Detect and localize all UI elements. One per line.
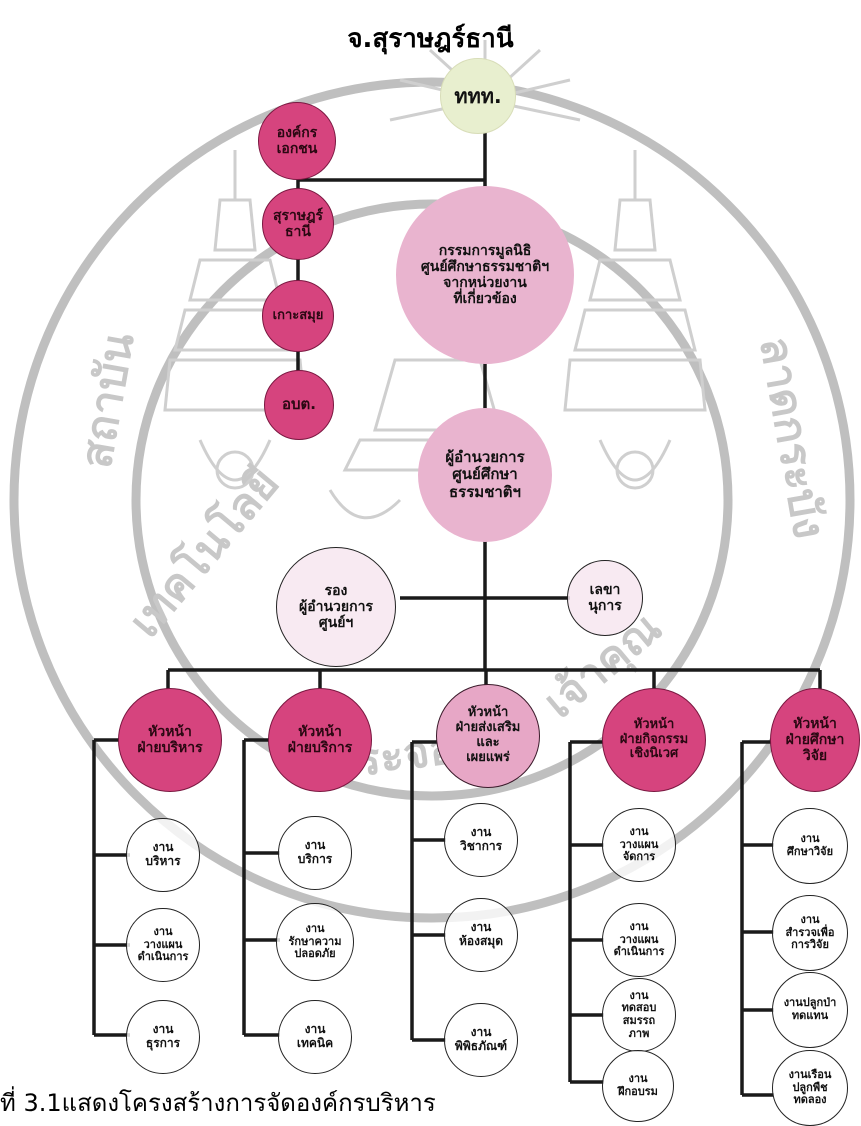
unit-clerical: งาน ธุรการ [126,1000,200,1074]
node-obt: อบต. [264,370,334,440]
unit-academic: งาน วิชาการ [444,803,518,877]
node-surat: สุราษฎร์ ธานี [262,188,334,260]
unit-service: งาน บริการ [278,816,352,890]
chart-title: จ.สุราษฎร์ธานี [347,24,514,54]
head-administration: หัวหน้า ฝ่ายบริหาร [118,688,222,792]
unit-museum: งาน พิพิธภัณฑ์ [444,1003,518,1077]
unit-survey-research: งาน สำรวจเพื่อ การวิจัย [772,895,848,971]
unit-reforestation: งานปลูกป่า ทดแทน [772,972,848,1048]
unit-greenhouse: งานเรือน ปลูกพืช ทดลอง [772,1050,848,1126]
unit-plan-operation-eco: งาน วางแผน ดำเนินการ [602,903,676,977]
head-research: หัวหน้า ฝ่ายศึกษา วิจัย [770,688,860,792]
unit-training: งาน ฝึกอบรม [602,1050,674,1122]
unit-plan-operation: งาน วางแผน ดำเนินการ [126,908,200,982]
node-secretary: เลขา นุการ [567,560,643,636]
node-koh-samui: เกาะสมุย [262,280,334,352]
node-deputy: รอง ผู้อำนวยการ ศูนย์ฯ [276,547,396,667]
unit-library: งาน ห้องสมุด [444,898,518,972]
node-director: ผู้อำนวยการ ศูนย์ศึกษา ธรรมชาติฯ [418,408,552,542]
head-promotion: หัวหน้า ฝ่ายส่งเสริม และ เผยแพร่ [436,684,540,788]
figure-caption: ที่ 3.1แสดงโครงสร้างการจัดองค์กรบริหาร [0,1089,436,1117]
unit-admin: งาน บริหาร [126,818,200,892]
head-eco-activities: หัวหน้า ฝ่ายกิจกรรม เชิงนิเวศ [602,688,706,792]
unit-fitness-test: งาน ทดสอบ สมรรถ ภาพ [602,978,676,1052]
node-private-org: องค์กร เอกชน [258,102,336,180]
head-service: หัวหน้า ฝ่ายบริการ [268,688,372,792]
node-ttt: ททท. [440,58,516,134]
unit-plan-management: งาน วางแผน จัดการ [602,808,676,882]
node-committee: กรรมการมูลนิธิ ศูนย์ศึกษาธรรมชาติฯ จากหน… [396,186,574,364]
unit-security: งาน รักษาความ ปลอดภัย [276,903,354,981]
unit-technical: งาน เทคนิค [278,1000,352,1074]
unit-research: งาน ศึกษาวิจัย [772,808,848,884]
